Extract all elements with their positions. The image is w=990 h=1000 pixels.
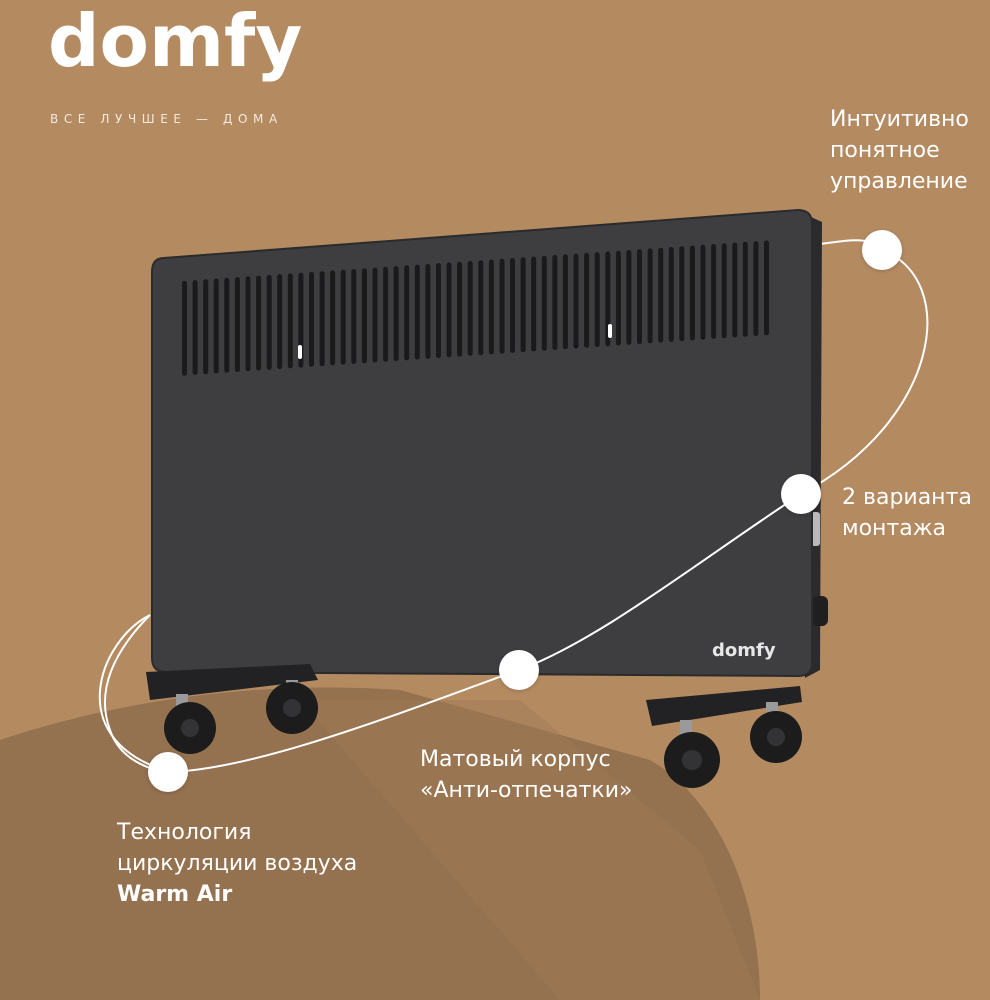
feature-line: «Анти-отпечатки» [420, 778, 633, 803]
brand-tagline: ВСЕ ЛУЧШЕЕ — ДОМА [50, 112, 283, 126]
orbit-line-top [800, 239, 929, 495]
vent-slit [520, 257, 526, 353]
convector-heater-image: domfy [146, 208, 828, 788]
device-logo: domfy [712, 640, 776, 661]
vent-slit [213, 278, 219, 374]
vent-slit [605, 251, 611, 347]
vent-slit [764, 240, 769, 336]
vent-slit [531, 256, 537, 352]
vent-slit [319, 271, 325, 367]
vent-slit [700, 244, 706, 340]
vent-slit [562, 254, 568, 350]
vent-slit [383, 266, 389, 362]
vent-slit [192, 280, 198, 375]
orbit-line-back [98, 614, 171, 773]
vent-slit [404, 265, 410, 361]
vent-slit [446, 262, 452, 358]
domfy-logo: domfy [48, 4, 302, 83]
vent-slit [256, 275, 262, 371]
feature-line: Интуитивно [830, 107, 969, 132]
vent-slit [679, 246, 685, 342]
vent-slit [372, 267, 378, 363]
vent-slit [721, 243, 727, 339]
feature-label-body: Матовый корпус «Анти-отпечатки» [420, 744, 632, 806]
vent-slit [309, 271, 314, 367]
feature-line: понятное [830, 138, 940, 163]
vent-slit [594, 252, 600, 348]
vent-slit [393, 266, 399, 362]
vent-slit [711, 244, 717, 339]
feature-line: управление [830, 169, 968, 194]
feature-label-technology: Технология циркуляции воздуха Warm Air [117, 817, 357, 910]
callout-dot-body [499, 650, 539, 690]
floor-shadow-soft [300, 700, 760, 1000]
vent-slit [637, 249, 642, 345]
vent-slit [287, 273, 293, 369]
vent-slit [277, 274, 283, 370]
orbit-line-left [104, 614, 169, 773]
vent-slit [361, 268, 367, 364]
vent-slit [266, 274, 272, 370]
vent-slit [615, 250, 621, 346]
callout-dot-mount [781, 474, 821, 514]
vent-slit [668, 247, 674, 342]
feature-line: монтажа [842, 516, 947, 541]
vent-slit [330, 270, 336, 366]
vent-slit [689, 245, 695, 341]
vent-slit [647, 248, 653, 344]
vent-slit [488, 259, 494, 355]
vent-slit [552, 255, 558, 350]
vent-slit [425, 263, 431, 359]
vent-slit [234, 277, 240, 373]
feature-label-mount: 2 варианта монтажа [842, 482, 972, 544]
feature-label-control: Интуитивно понятное управление [830, 104, 969, 197]
vent-slit [340, 269, 346, 365]
vent-slit [510, 258, 515, 353]
vent-slit [203, 279, 209, 375]
feature-line: циркуляции воздуха [117, 851, 358, 876]
vent-slit [224, 277, 230, 373]
vent-slit [626, 249, 632, 345]
vent-slit [499, 258, 505, 354]
vent-slit [467, 260, 473, 356]
callout-dot-control [862, 230, 902, 270]
vent-slit [753, 241, 759, 337]
vent-slit [457, 261, 463, 357]
vent-slit [182, 280, 187, 376]
vent-slit [436, 263, 441, 359]
vent-slit [298, 272, 304, 368]
feature-line: 2 варианта [842, 485, 972, 510]
vent-slit [573, 253, 579, 349]
vent-slit [478, 260, 484, 356]
svg-text:domfy: domfy [48, 4, 302, 83]
feature-line: Матовый корпус [420, 747, 611, 772]
feature-line-highlight: Warm Air [117, 882, 233, 907]
vent-slit [658, 247, 664, 343]
vent-slit [732, 242, 738, 338]
vent-slit [541, 255, 547, 351]
vent-slit [584, 252, 590, 348]
callout-dot-technology [148, 752, 188, 792]
vent-slit [351, 269, 357, 364]
vent-slit [414, 264, 420, 360]
feature-line: Технология [117, 820, 252, 845]
vent-slit [742, 241, 748, 337]
vent-slit [245, 276, 251, 372]
